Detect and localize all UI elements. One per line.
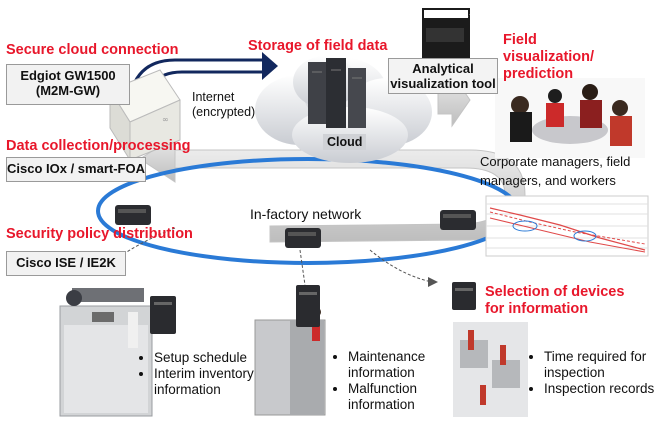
heading-data-collection: Data collection/processing [6,138,191,154]
factory-machine-left [59,288,153,417]
cisco-iox-box: Cisco IOx / smart-FOA [6,157,146,182]
analytical-line-1: Analytical [412,61,474,76]
heading-secure-cloud: Secure cloud connection [6,42,179,58]
factory-floor-right [453,322,528,417]
corporate-line-2: managers, and workers [480,173,616,188]
device-switch-right [452,282,476,310]
internet-line-1: Internet [192,90,235,104]
internet-line-2: (encrypted) [192,105,256,119]
analytics-chart-image [485,195,649,257]
cloud-label: Cloud [323,134,367,150]
heading-storage: Storage of field data [248,38,388,54]
list-item: Malfunction information [348,381,458,413]
server-rack-middle [254,307,326,416]
heading-security-policy: Security policy distribution [6,226,193,242]
analytical-line-2: visualization tool [390,76,496,91]
heading-selection-2: for information [485,301,589,317]
list-item: Inspection records [544,381,659,397]
corporate-label: Corporate managers, field managers, and … [480,152,630,190]
edgiot-box: Edgiot GW1500 (M2M-GW) [6,64,130,105]
cisco-ise-box: Cisco ISE / IE2K [6,251,126,276]
analytical-tool-box: Analytical visualization tool [388,58,498,94]
corporate-line-1: Corporate managers, field [480,154,631,169]
in-factory-label: In-factory network [250,206,362,222]
server-icons [308,58,366,128]
heading-field-vis-3: prediction [503,66,574,82]
corporate-meeting-photo [495,78,645,158]
heading-selection-1: Selection of devices [485,284,625,300]
book-cover-image [422,8,470,60]
device-switch-middle [296,285,320,327]
book-cover-text: ストリーミングビュー [424,13,470,19]
list-right: Time required for inspection Inspection … [530,349,659,397]
factory-switch-icons [115,205,476,248]
list-item: Setup schedule [154,350,294,366]
list-item: Time required for inspection [544,349,659,381]
connector-arrow-head [428,277,438,287]
svg-text:∞: ∞ [162,115,169,124]
heading-field-vis-2: visualization/ [503,49,595,65]
heading-field-vis-1: Field [503,32,537,48]
edgiot-line-2: (M2M-GW) [35,83,101,98]
list-left: Setup schedule Interim inventory informa… [140,350,294,398]
internet-arrow-head [262,52,278,80]
internet-label: Internet (encrypted) [192,90,255,120]
list-item: Interim inventory information [154,366,294,398]
device-switch-left [150,296,176,334]
list-middle: Maintenance information Malfunction info… [334,349,458,413]
list-item: Maintenance information [348,349,458,381]
edgiot-line-1: Edgiot GW1500 [20,68,116,83]
